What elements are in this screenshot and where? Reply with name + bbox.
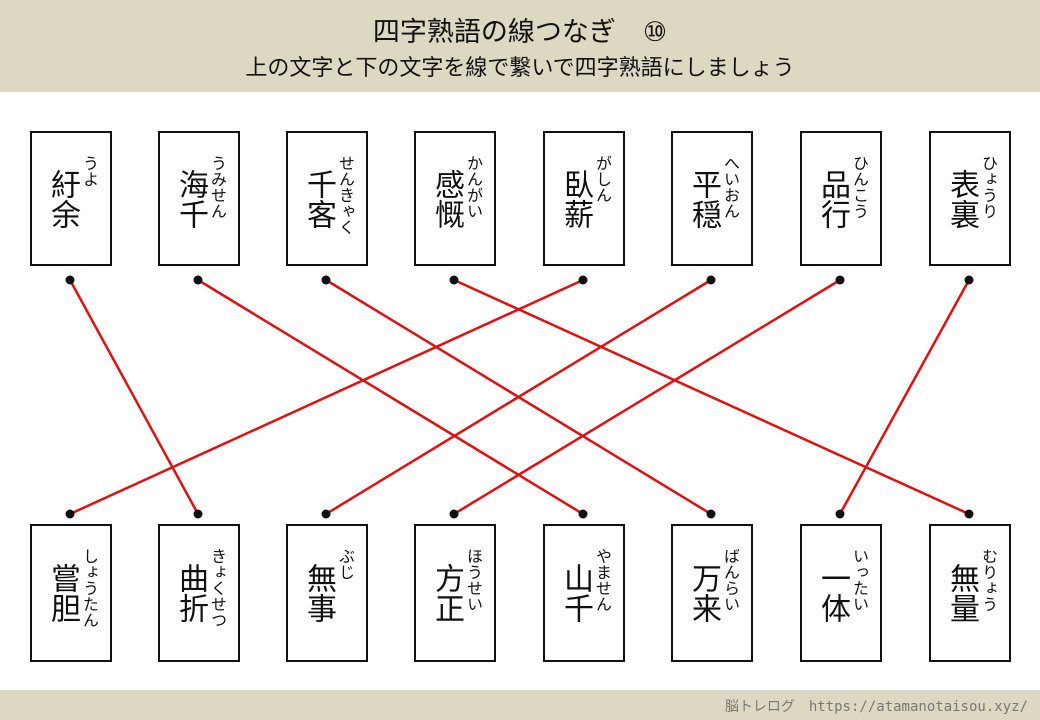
furigana: がしん xyxy=(593,155,612,203)
furigana: やません xyxy=(593,548,612,612)
furigana: せんきゃく xyxy=(336,155,355,235)
connector-dot[interactable] xyxy=(193,509,203,519)
connection-line xyxy=(68,279,200,515)
connection-line xyxy=(453,278,970,516)
kanji: 嘗胆 xyxy=(45,563,80,623)
kanji: 方正 xyxy=(429,563,464,623)
top-card[interactable]: 海千うみせん xyxy=(158,131,240,266)
connection-line xyxy=(69,278,584,516)
kanji: 無事 xyxy=(301,563,336,623)
kanji: 紆余 xyxy=(45,168,80,229)
kanji: 万来 xyxy=(686,563,721,623)
furigana: ばんらい xyxy=(721,548,740,612)
connector-dot[interactable] xyxy=(964,275,974,285)
top-card[interactable]: 平穏へいおん xyxy=(671,131,753,266)
bottom-card[interactable]: 嘗胆しょうたん xyxy=(30,524,112,662)
top-card[interactable]: 感慨かんがい xyxy=(414,131,496,266)
top-card[interactable]: 表裏ひょうり xyxy=(929,131,1011,266)
connector-dot[interactable] xyxy=(449,275,459,285)
kanji: 臥薪 xyxy=(558,168,593,229)
connector-dot[interactable] xyxy=(321,275,331,285)
bottom-card[interactable]: 方正ほうせい xyxy=(414,524,496,662)
kanji: 一体 xyxy=(815,563,850,623)
connection-line xyxy=(453,278,841,516)
kanji: 千客 xyxy=(301,168,336,229)
furigana: むりょう xyxy=(979,548,998,612)
furigana: ひょうり xyxy=(979,155,998,219)
furigana: きょくせつ xyxy=(208,548,227,628)
kanji: 山千 xyxy=(558,563,593,623)
bottom-card[interactable]: 無量むりょう xyxy=(929,524,1011,662)
connector-dot[interactable] xyxy=(835,509,845,519)
furigana: ぶじ xyxy=(336,548,355,580)
furigana: ひんこう xyxy=(850,155,869,219)
furigana: いったい xyxy=(850,548,869,612)
furigana: うよ xyxy=(80,155,99,187)
kanji: 無量 xyxy=(944,563,979,623)
furigana: ほうせい xyxy=(464,548,483,612)
kanji: 表裏 xyxy=(944,168,979,229)
connector-dot[interactable] xyxy=(321,509,331,519)
furigana: かんがい xyxy=(464,155,483,219)
footer: 脳トレログ https://atamanotaisou.xyz/ xyxy=(0,690,1040,720)
kanji: 曲折 xyxy=(173,563,208,623)
kanji: 海千 xyxy=(173,168,208,229)
furigana: へいおん xyxy=(721,155,740,219)
connection-line xyxy=(325,278,712,516)
connector-dot[interactable] xyxy=(706,509,716,519)
connection-line xyxy=(197,278,584,516)
kanji: 品行 xyxy=(815,168,850,229)
bottom-card[interactable]: 一体いったい xyxy=(800,524,882,662)
connection-line xyxy=(838,279,971,515)
top-card[interactable]: 紆余うよ xyxy=(30,131,112,266)
connector-dot[interactable] xyxy=(193,275,203,285)
connector-dot[interactable] xyxy=(578,509,588,519)
kanji: 感慨 xyxy=(429,168,464,229)
instructions: 上の文字と下の文字を線で繋いで四字熟語にしましょう xyxy=(245,56,795,81)
connector-dot[interactable] xyxy=(65,509,75,519)
furigana: しょうたん xyxy=(80,548,99,628)
bottom-card[interactable]: 無事ぶじ xyxy=(286,524,368,662)
top-card[interactable]: 千客せんきゃく xyxy=(286,131,368,266)
bottom-card[interactable]: 曲折きょくせつ xyxy=(158,524,240,662)
connector-dot[interactable] xyxy=(835,275,845,285)
furigana: うみせん xyxy=(208,155,227,219)
site-credit: 脳トレログ https://atamanotaisou.xyz/ xyxy=(724,699,1028,715)
bottom-card[interactable]: 万来ばんらい xyxy=(671,524,753,662)
connector-dot[interactable] xyxy=(706,275,716,285)
kanji: 平穏 xyxy=(686,168,721,229)
connector-dot[interactable] xyxy=(449,509,459,519)
top-card[interactable]: 品行ひんこう xyxy=(800,131,882,266)
connector-dot[interactable] xyxy=(964,509,974,519)
connector-dot[interactable] xyxy=(578,275,588,285)
top-card[interactable]: 臥薪がしん xyxy=(543,131,625,266)
bottom-card[interactable]: 山千やません xyxy=(543,524,625,662)
connector-dot[interactable] xyxy=(65,275,75,285)
page-title: 四字熟語の線つなぎ ⑩ xyxy=(372,17,668,48)
header: 四字熟語の線つなぎ ⑩ 上の文字と下の文字を線で繋いで四字熟語にしましょう xyxy=(0,0,1040,92)
